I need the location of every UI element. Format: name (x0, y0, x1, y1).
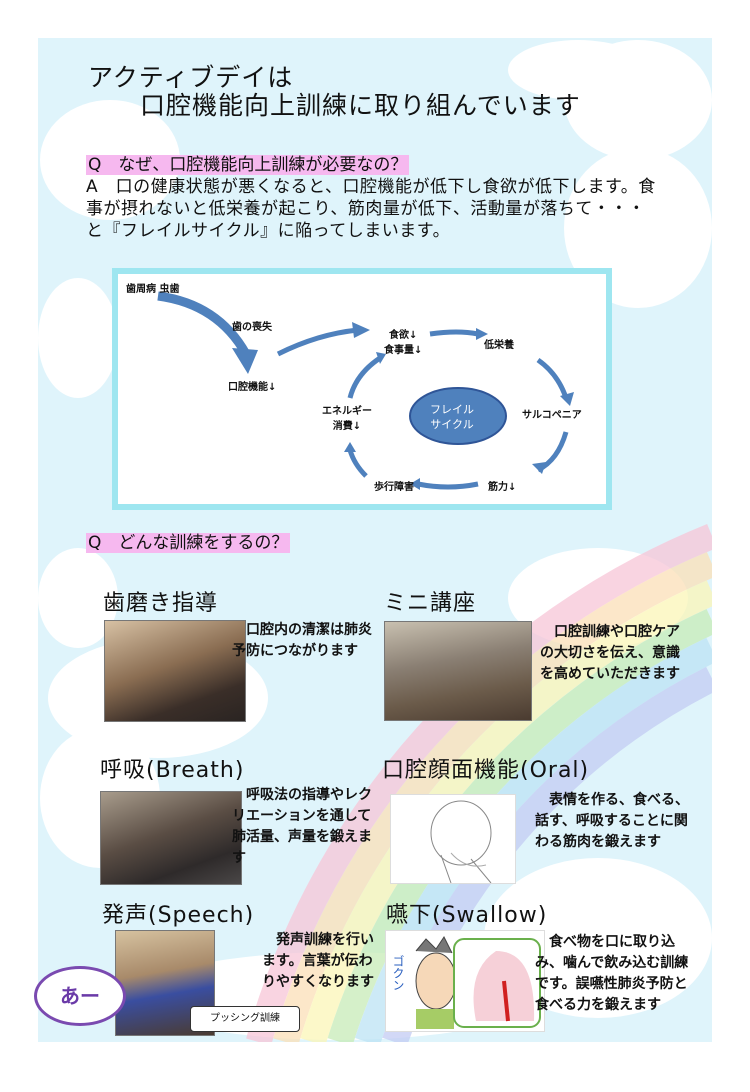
face-muscle-illustration (390, 794, 516, 884)
question-2-text: Q どんな訓練をするの？ (86, 533, 291, 553)
label-center: フレイルサイクル (430, 403, 474, 431)
training-text-swallow: 食べ物を口に取り込み、噛んで飲み込む訓練です。誤嚥性肺炎予防と食べる力を鍛えます (535, 934, 689, 1013)
training-title-mini-lecture: ミニ講座 (384, 591, 477, 616)
mini-lecture-photo (384, 621, 532, 721)
rainbow-band-pink (246, 523, 712, 1042)
brushing-photo (104, 620, 246, 722)
training-text-brushing: 口腔内の清潔は肺炎予防につながります (232, 622, 372, 659)
question-2: Q どんな訓練をするの？ (86, 533, 291, 553)
arrow-head (232, 348, 258, 374)
rainbow-band-green (327, 608, 712, 1042)
training-title-speech: 発声(Speech) (102, 903, 255, 928)
page-title-line1: アクティブデイは (88, 63, 294, 92)
speech-photo (115, 930, 215, 1036)
swallow-sound-text: ゴクン (391, 955, 405, 991)
training-text-speech: 発声訓練を行います。言葉が伝わりやすくなります (262, 932, 374, 990)
label-periodontal: 歯周病 虫歯 (126, 284, 180, 295)
label-malnutrition: 低栄養 (484, 340, 514, 351)
rainbow-band-orange (273, 552, 712, 1042)
speech-bubble: あー (34, 966, 126, 1026)
training-title-swallow: 嚥下(Swallow) (386, 903, 548, 928)
training-text-mini-lecture: 口腔訓練や口腔ケアの大切さを伝え、意識を高めていただきます (540, 624, 680, 682)
label-sarcopenia: サルコペニア (522, 410, 582, 421)
question-1: Q なぜ、口腔機能向上訓練が必要なの？ (86, 155, 410, 175)
training-text-breath: 呼吸法の指導やレクリエーションを通して肺活量、声量を鍛えます (232, 787, 372, 866)
question-1-text: Q なぜ、口腔機能向上訓練が必要なの？ (86, 155, 410, 175)
training-title-brushing: 歯磨き指導 (103, 591, 219, 616)
swallow-illustration: ゴクン (385, 930, 545, 1032)
label-oral-function: 口腔機能↓ (228, 382, 277, 393)
label-strength: 筋力↓ (488, 482, 517, 493)
pushing-training-label: プッシング訓練 (190, 1006, 300, 1032)
page-title-line2: 口腔機能向上訓練に取り組んでいます (140, 91, 581, 120)
training-text-oral: 表情を作る、食べる、話す、呼吸することに関わる筋肉を鍛えます (535, 792, 689, 850)
diagram-arrows (157, 291, 574, 490)
label-energy: エネルギー消費↓ (322, 406, 372, 432)
frailty-cycle-diagram: 歯周病 虫歯 歯の喪失 口腔機能↓ 食欲↓食事量↓ 低栄養 サルコペニア 筋力↓… (112, 268, 612, 510)
label-walking: 歩行障害 (374, 482, 414, 493)
answer-1: A 口の健康状態が悪くなると、口腔機能が低下し食欲が低下します。食事が摂れないと… (86, 177, 656, 241)
label-appetite: 食欲↓食事量↓ (384, 330, 423, 356)
frailty-cycle-center (409, 387, 507, 445)
training-title-breath: 呼吸(Breath) (100, 758, 245, 783)
breath-photo (100, 791, 242, 885)
rainbow-band-yellow (300, 580, 712, 1042)
training-title-oral: 口腔顔面機能(Oral) (382, 758, 590, 783)
label-tooth-loss: 歯の喪失 (232, 322, 272, 333)
